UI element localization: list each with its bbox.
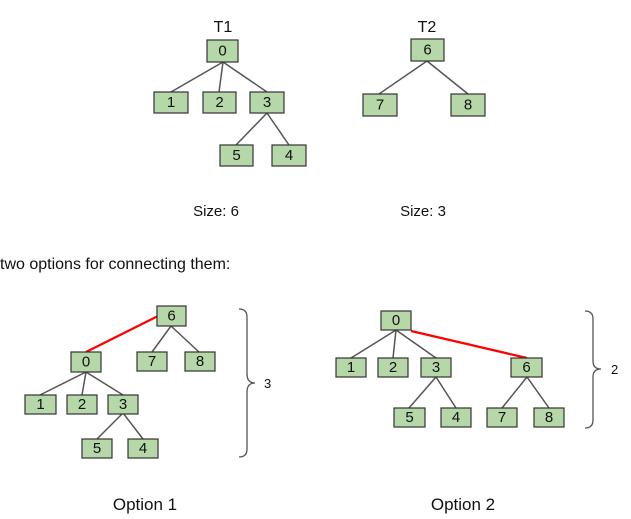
- edge-t1-0-3: [222, 61, 268, 93]
- option2-node-7: 7: [486, 407, 518, 428]
- edge-o2-0-2: [392, 329, 397, 359]
- option2-height-brace: [584, 310, 602, 429]
- svg-text:2: 2: [215, 94, 223, 111]
- t1-node-2: 2: [202, 91, 237, 114]
- svg-text:1: 1: [347, 359, 355, 376]
- svg-text:0: 0: [218, 43, 226, 60]
- svg-text:5: 5: [232, 147, 240, 164]
- t2-node-7: 7: [362, 93, 398, 117]
- edge-t2-6-7: [378, 60, 428, 95]
- option2-connecting-edge: [410, 329, 528, 360]
- edge-o1-0-3: [85, 371, 124, 396]
- option1-node-3: 3: [107, 394, 139, 415]
- t1-node-4: 4: [271, 144, 307, 167]
- svg-text:6: 6: [167, 308, 175, 325]
- edge-t1-3-4: [266, 112, 290, 146]
- t1-node-1: 1: [153, 91, 189, 114]
- svg-text:8: 8: [196, 353, 204, 370]
- svg-text:0: 0: [392, 312, 400, 329]
- option2-node-4: 4: [440, 407, 472, 428]
- option2-node-0: 0: [380, 310, 412, 331]
- option1-height-label: 3: [264, 376, 271, 391]
- option1-node-1: 1: [24, 394, 57, 415]
- t1-node-0: 0: [206, 39, 239, 63]
- svg-text:1: 1: [167, 94, 175, 111]
- t2-size-label: Size: 3: [400, 203, 446, 220]
- t1-size-label: Size: 6: [193, 203, 239, 220]
- option1-node-0: 0: [70, 351, 102, 373]
- svg-text:3: 3: [119, 396, 127, 413]
- svg-text:6: 6: [423, 42, 431, 59]
- option1-node-4: 4: [127, 438, 159, 459]
- svg-text:7: 7: [498, 409, 506, 426]
- edge-o2-0-1: [350, 329, 397, 359]
- intro-text: two options for connecting them:: [0, 256, 230, 273]
- svg-text:6: 6: [522, 359, 530, 376]
- edge-o1-3-4: [122, 412, 144, 440]
- edge-t1-3-5: [235, 112, 268, 146]
- option1-connecting-edge: [85, 315, 159, 353]
- svg-text:2: 2: [78, 396, 86, 413]
- svg-text:5: 5: [405, 409, 413, 426]
- option1-node-8: 8: [184, 351, 216, 372]
- t2-node-8: 8: [450, 93, 486, 117]
- t2-title: T2: [418, 19, 437, 36]
- svg-text:0: 0: [82, 354, 90, 371]
- option2-node-2: 2: [377, 357, 409, 378]
- edge-o1-6-8: [170, 325, 200, 353]
- option2-node-6: 6: [510, 357, 543, 378]
- option1-node-5: 5: [81, 438, 113, 459]
- edge-t2-6-8: [426, 60, 469, 95]
- svg-text:5: 5: [93, 440, 101, 457]
- edge-o1-6-7: [151, 325, 172, 353]
- option1-node-7: 7: [136, 351, 168, 372]
- edge-o2-0-3: [395, 329, 437, 359]
- option2-height-label: 2: [611, 362, 618, 377]
- svg-text:7: 7: [376, 97, 384, 114]
- option2-node-5: 5: [393, 407, 426, 428]
- edge-o2-6-7: [501, 376, 528, 409]
- edge-o2-3-5: [408, 376, 437, 409]
- option2-node-8: 8: [533, 407, 565, 428]
- edge-o1-0-1: [39, 371, 87, 396]
- edge-o1-3-5: [96, 412, 124, 440]
- svg-text:4: 4: [139, 440, 147, 457]
- svg-text:1: 1: [36, 396, 44, 413]
- t1-node-3: 3: [249, 91, 285, 114]
- svg-text:8: 8: [545, 409, 553, 426]
- svg-text:4: 4: [285, 147, 293, 164]
- t1-title: T1: [214, 19, 233, 36]
- edge-o2-3-4: [435, 376, 457, 409]
- svg-text:3: 3: [432, 359, 440, 376]
- option2-node-3: 3: [420, 357, 452, 378]
- option1-height-brace: [238, 308, 256, 458]
- svg-text:2: 2: [389, 359, 397, 376]
- option2-caption: Option 2: [431, 495, 495, 514]
- edge-o1-0-2: [81, 371, 87, 396]
- svg-text:3: 3: [263, 94, 271, 111]
- edge-t1-0-2: [218, 61, 224, 93]
- svg-text:7: 7: [148, 353, 156, 370]
- t2-node-6: 6: [410, 38, 445, 62]
- svg-text:8: 8: [464, 97, 472, 114]
- t1-node-5: 5: [219, 144, 254, 167]
- edge-t1-0-1: [170, 61, 224, 93]
- option2-node-1: 1: [335, 357, 367, 378]
- svg-text:4: 4: [452, 409, 460, 426]
- option1-node-2: 2: [66, 394, 98, 415]
- option1-caption: Option 1: [113, 495, 177, 514]
- option1-node-6: 6: [156, 305, 187, 327]
- edge-o2-6-8: [526, 376, 550, 409]
